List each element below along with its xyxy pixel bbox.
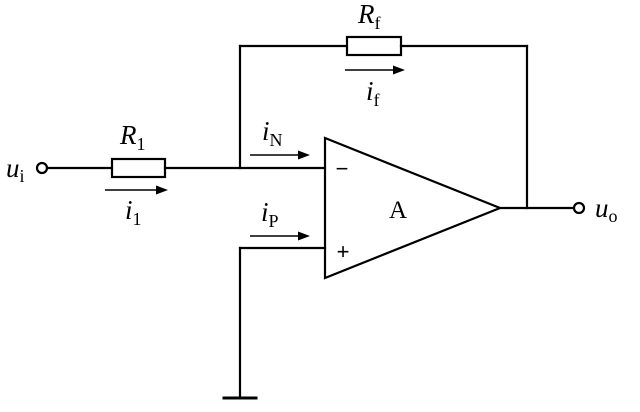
input-terminal <box>35 161 49 175</box>
label-ip: iP <box>261 197 279 231</box>
label-uo: uo <box>595 193 618 226</box>
resistor-rf <box>345 35 403 57</box>
resistor-r1 <box>110 157 167 179</box>
label-rf: Rf <box>357 0 381 33</box>
inverting-sign: − <box>336 156 349 181</box>
arrow-ip <box>250 231 310 241</box>
label-if: if <box>366 76 380 110</box>
label-i1: i1 <box>125 195 142 229</box>
arrow-i1 <box>105 185 168 195</box>
noninverting-sign: + <box>337 239 350 264</box>
op-amp-label: A <box>389 197 407 224</box>
arrow-if <box>345 65 405 75</box>
label-ui: ui <box>6 153 25 186</box>
label-r1: R1 <box>119 120 146 154</box>
op-amp-triangle <box>323 136 503 280</box>
label-in: iN <box>262 116 283 150</box>
arrow-in <box>250 150 310 160</box>
output-terminal <box>572 201 586 215</box>
